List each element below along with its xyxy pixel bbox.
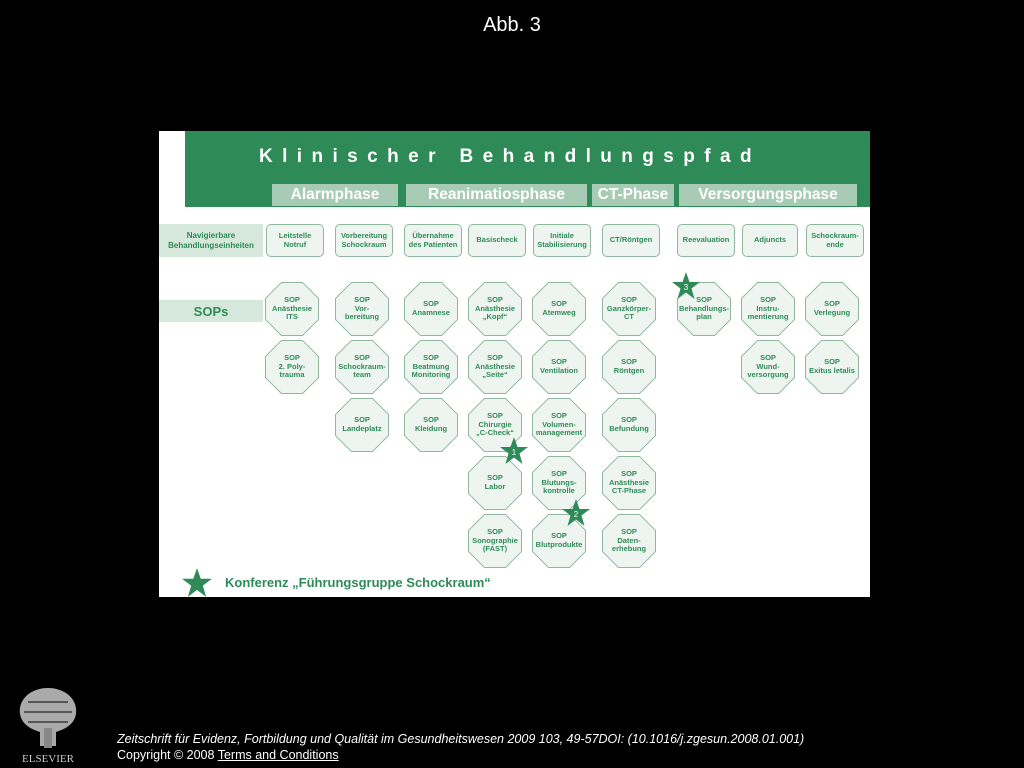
sop-octagon: SOP Ganzkörper- CT <box>602 282 656 336</box>
terms-link[interactable]: Terms and Conditions <box>217 748 339 762</box>
sop-label: SOP Landeplatz <box>336 399 388 451</box>
sop-label: SOP Daten- erhebung <box>603 515 655 567</box>
star-icon: 3 <box>672 272 700 299</box>
sop-octagon: SOP Röntgen <box>602 340 656 394</box>
sop-octagon: SOP Exitus letalis <box>805 340 859 394</box>
row-label-sops: SOPs <box>159 300 263 322</box>
sop-label: SOP Anästhesie „Kopf“ <box>469 283 521 335</box>
copyright-text: Copyright © 2008 <box>117 748 218 762</box>
sop-label: SOP Atemweg <box>533 283 585 335</box>
sop-octagon: SOP Verlegung <box>805 282 859 336</box>
sop-label: SOP Anästhesie „Seite“ <box>469 341 521 393</box>
sop-octagon: SOP Anästhesie „Kopf“ <box>468 282 522 336</box>
sop-label: SOP Kleidung <box>405 399 457 451</box>
sop-octagon: SOP Blutprodukte <box>532 514 586 568</box>
row-label-units: Navigierbare Behandlungseinheiten <box>159 224 263 257</box>
sop-label: SOP Röntgen <box>603 341 655 393</box>
logo-text: ELSEVIER <box>22 753 75 765</box>
sop-octagon: SOP 2. Poly- trauma <box>265 340 319 394</box>
sop-label: SOP Labor <box>469 457 521 509</box>
phase-ct: CT-Phase <box>592 184 674 206</box>
copyright-line: Copyright © 2008 Terms and Conditions <box>117 748 339 762</box>
unit-box: CT/Röntgen <box>602 224 660 257</box>
sop-octagon: SOP Sonographie (FAST) <box>468 514 522 568</box>
figure-label: Abb. 3 <box>483 14 541 36</box>
sop-label: SOP Volumen- management <box>533 399 585 451</box>
star-icon: 2 <box>562 499 590 526</box>
sop-label: SOP Beatmung Monitoring <box>405 341 457 393</box>
sop-label: SOP Blutungs- kontrolle <box>533 457 585 509</box>
sop-octagon: SOP Anästhesie ITS <box>265 282 319 336</box>
sop-octagon: SOP Landeplatz <box>335 398 389 452</box>
sop-label: SOP Anamnese <box>405 283 457 335</box>
phase-reanimation: Reanimatiosphase <box>406 184 587 206</box>
unit-box: Übernahme des Patienten <box>404 224 462 257</box>
sop-octagon: SOP Vor- bereitung <box>335 282 389 336</box>
unit-box: Reevaluation <box>677 224 735 257</box>
sop-label: SOP Instru- mentierung <box>742 283 794 335</box>
phase-alarm: Alarmphase <box>272 184 398 206</box>
sop-label: SOP Anästhesie ITS <box>266 283 318 335</box>
sop-octagon: SOP Anamnese <box>404 282 458 336</box>
sop-label: SOP Blutprodukte <box>533 515 585 567</box>
phase-versorgung: Versorgungsphase <box>679 184 857 206</box>
star-number: 2 <box>574 510 579 519</box>
sop-octagon: SOP Wund- versorgung <box>741 340 795 394</box>
sop-octagon: SOP Daten- erhebung <box>602 514 656 568</box>
sop-octagon: SOP Befundung <box>602 398 656 452</box>
unit-box: Adjuncts <box>742 224 798 257</box>
sop-octagon: SOP Ventilation <box>532 340 586 394</box>
citation-text: Zeitschrift für Evidenz, Fortbildung und… <box>117 732 805 746</box>
sop-octagon: SOP Kleidung <box>404 398 458 452</box>
sop-octagon: SOP Labor <box>468 456 522 510</box>
legend-label: Konferenz „Führungsgruppe Schockraum“ <box>225 575 491 590</box>
unit-box: Schockraum- ende <box>806 224 864 257</box>
sop-label: SOP Ganzkörper- CT <box>603 283 655 335</box>
sop-octagon: SOP Schockraum- team <box>335 340 389 394</box>
unit-box: Basischeck <box>468 224 526 257</box>
sop-octagon: SOP Instru- mentierung <box>741 282 795 336</box>
star-icon: 1 <box>500 437 528 464</box>
sop-octagon: SOP Volumen- management <box>532 398 586 452</box>
sop-label: SOP Wund- versorgung <box>742 341 794 393</box>
sop-octagon: SOP Beatmung Monitoring <box>404 340 458 394</box>
sop-octagon: SOP Atemweg <box>532 282 586 336</box>
sop-label: SOP 2. Poly- trauma <box>266 341 318 393</box>
sop-octagon: SOP Blutungs- kontrolle <box>532 456 586 510</box>
sop-label: SOP Exitus letalis <box>806 341 858 393</box>
unit-box: Initiale Stabilisierung <box>533 224 591 257</box>
sop-label: SOP Schockraum- team <box>336 341 388 393</box>
unit-box: Vorbereitung Schockraum <box>335 224 393 257</box>
sop-octagon: SOP Anästhesie „Seite“ <box>468 340 522 394</box>
sop-label: SOP Vor- bereitung <box>336 283 388 335</box>
legend-star-icon <box>182 568 212 597</box>
sop-octagon: SOP Anästhesie CT-Phase <box>602 456 656 510</box>
sop-label: SOP Ventilation <box>533 341 585 393</box>
unit-box: Leitstelle Notruf <box>266 224 324 257</box>
sop-label: SOP Anästhesie CT-Phase <box>603 457 655 509</box>
sop-label: SOP Befundung <box>603 399 655 451</box>
star-number: 3 <box>684 283 689 292</box>
citation: Zeitschrift für Evidenz, Fortbildung und… <box>117 732 804 746</box>
star-number: 1 <box>512 448 517 457</box>
sop-octagon: SOP Chirurgie „C-Check“ <box>468 398 522 452</box>
sop-label: SOP Sonographie (FAST) <box>469 515 521 567</box>
diagram-title: Klinischer Behandlungspfad <box>259 146 761 167</box>
sop-label: SOP Verlegung <box>806 283 858 335</box>
elsevier-logo: ELSEVIER <box>10 680 86 765</box>
pathway-diagram: Klinischer Behandlungspfad Alarmphase Re… <box>159 131 870 597</box>
